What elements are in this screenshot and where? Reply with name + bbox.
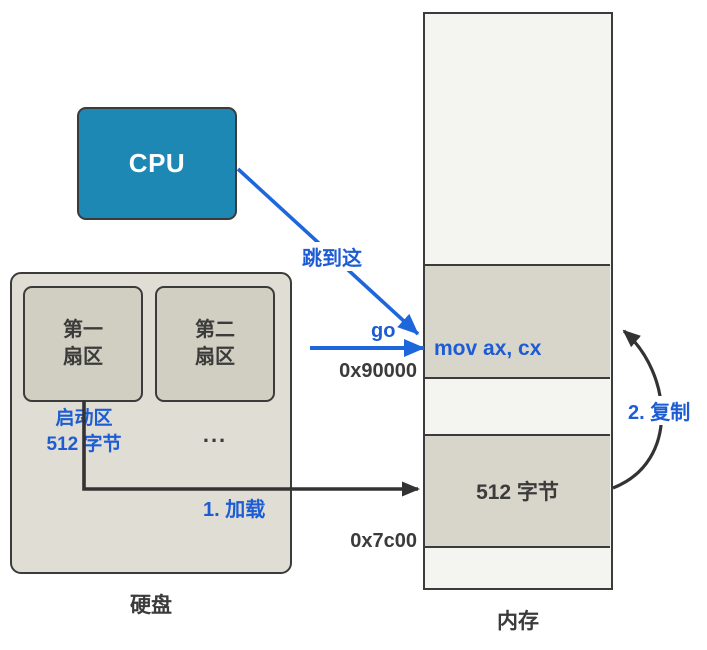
sector-second-label: 第二 扇区 [195,319,235,368]
cpu-label: CPU [128,148,186,178]
cpu-box: CPU [77,107,237,220]
load-arrow-label: 1. 加载 [203,499,266,521]
more-sectors-ellipsis: ... [202,422,228,447]
disk-caption: 硬盘 [130,594,172,617]
boot-area-label: 启动区 512 字节 [46,408,122,456]
memory-caption: 内存 [497,610,539,633]
go-arrow-label: go [371,320,396,342]
disk-box: 第一 扇区 第二 扇区 启动区 512 字节 ... 1. 加载 [10,272,292,574]
memory-segment-instruction: mov ax, cx [425,264,610,379]
bootblock-size-label: 512 字节 [476,481,559,504]
sector-first: 第一 扇区 [23,286,143,402]
address-0x7c00-label: 0x7c00 [350,530,417,552]
address-0x90000-label: 0x90000 [339,360,417,382]
copy-arrow-label: 2. 复制 [626,396,693,425]
jump-arrow-label: 跳到这 [299,242,365,271]
sector-second: 第二 扇区 [155,286,275,402]
instruction-text: mov ax, cx [434,337,542,360]
memory-column: mov ax, cx 512 字节 [423,12,613,590]
memory-segment-bootblock: 512 字节 [425,434,610,548]
sector-first-label: 第一 扇区 [63,319,103,368]
